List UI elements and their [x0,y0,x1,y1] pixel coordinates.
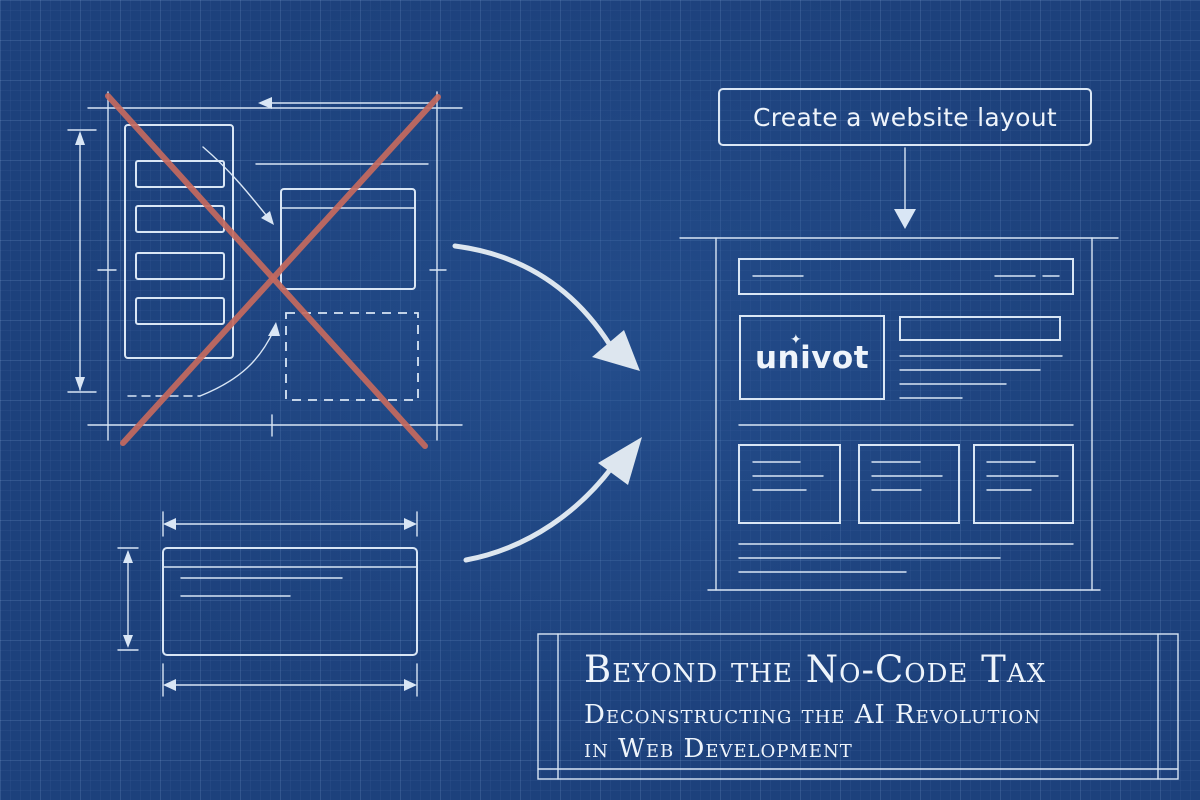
subtitle-line-2: in Web Development [584,734,853,764]
main-title: Beyond the No-Code Tax [584,648,1047,691]
website-wireframe [679,237,1119,591]
card-wireframe [117,511,418,697]
title-frame [537,633,1179,780]
brand-logo: univot ✦ [754,332,870,376]
prompt-arrow [894,147,916,229]
sparkle-icon: ✦ [789,331,803,348]
title-block: Beyond the No-Code Tax Deconstructing th… [584,648,1144,766]
subtitle-line-1: Deconstructing the AI Revolution [584,700,1041,730]
logo-wordmark: univot [754,339,870,376]
flow-arrows [452,243,642,563]
old-wireframe [67,91,463,449]
logo-box: univot ✦ [739,315,885,400]
prompt-box: Create a website layout [718,88,1092,146]
prompt-text: Create a website layout [753,102,1057,132]
